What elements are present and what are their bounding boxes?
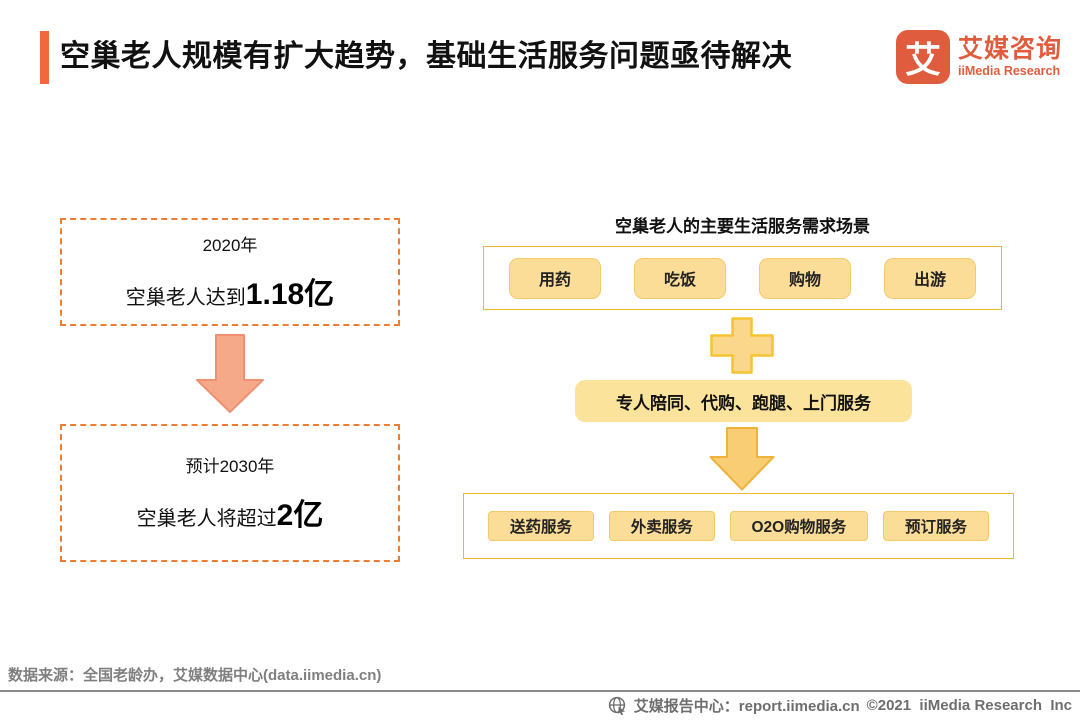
plus-icon [710,317,774,374]
solution-bar: 专人陪同、代购、跑腿、上门服务 [575,380,912,422]
growth-box-2020-value: 1.18亿 [245,278,335,311]
scene-node-meals: 吃饭 [634,257,726,299]
growth-box-2020: 2020年 空巢老人达到 1.18亿 [60,218,400,326]
scene-node-travel: 出游 [884,257,976,299]
logo-glyph: 艾 [904,39,941,80]
service-node-o2o-shopping: O2O购物服务 [729,511,869,541]
footer-divider [0,690,1080,692]
iimedia-logo: 艾 艾媒咨询 iiMedia Research [895,30,1062,84]
demand-flow-title: 空巢老人的主要生活服务需求场景 [615,217,870,236]
service-node-booking: 预订服务 [882,511,989,541]
logo-name-cn: 艾媒咨询 [957,34,1062,63]
page-title: 空巢老人规模有扩大趋势，基础生活服务问题亟待解决 [60,40,792,73]
growth-box-2030-value: 2亿 [276,499,324,532]
growth-box-2020-year: 2020年 [202,236,258,255]
service-node-food-delivery: 外卖服务 [608,511,715,541]
footer-bar: 艾媒报告中心：report.iimedia.cn ©2021 iiMedia R… [608,695,1072,716]
title-accent-bar [40,31,49,84]
data-source-text: 数据来源：全国老龄办，艾媒数据中心(data.iimedia.cn) [8,667,382,684]
down-arrow-icon [196,334,264,413]
growth-box-2030: 预计2030年 空巢老人将超过 2亿 [60,424,400,562]
down-arrow-gold-icon [709,427,775,491]
growth-box-2030-year: 预计2030年 [185,457,275,476]
scene-node-shopping: 购物 [759,257,851,299]
iimedia-logo-icon: 艾 [895,30,950,84]
growth-box-2030-text: 空巢老人将超过 [136,508,277,530]
scene-node-medication: 用药 [509,257,601,299]
service-node-medicine-delivery: 送药服务 [488,511,595,541]
growth-box-2030-line: 空巢老人将超过 2亿 [137,490,324,534]
scene-container: 用药 吃饭 购物 出游 [483,246,1002,310]
copyright-text: ©2021 iiMedia Research Inc [866,697,1072,714]
service-container: 送药服务 外卖服务 O2O购物服务 预订服务 [463,493,1014,559]
growth-box-2020-line: 空巢老人达到 1.18亿 [126,269,334,313]
growth-box-2020-text: 空巢老人达到 [125,287,246,309]
logo-name-en: iiMedia Research [957,64,1061,79]
report-center-text: 艾媒报告中心：report.iimedia.cn [633,698,860,715]
logo-text: 艾媒咨询 iiMedia Research [957,34,1062,79]
globe-cursor-icon [608,696,625,715]
